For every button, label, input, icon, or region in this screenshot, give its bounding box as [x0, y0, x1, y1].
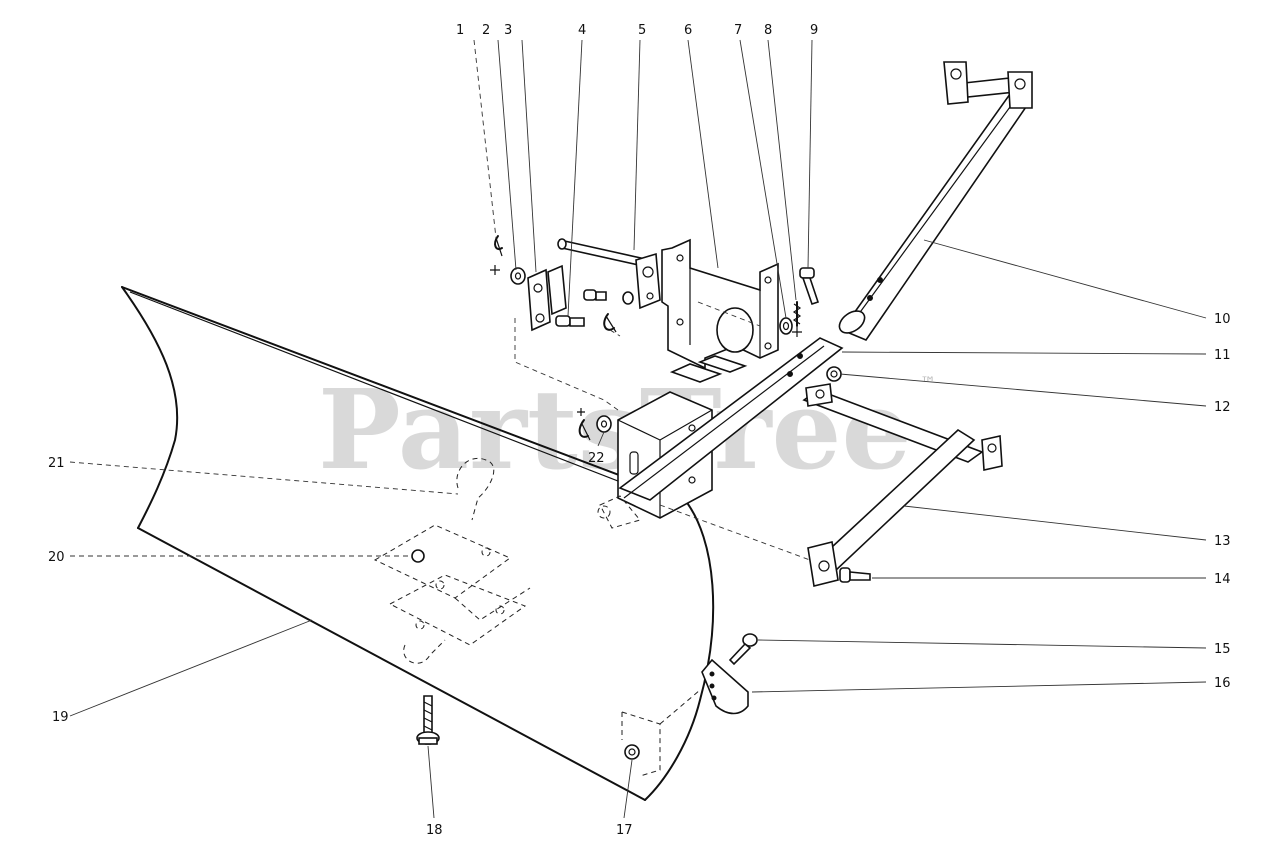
push-frame[interactable]: [597, 337, 844, 529]
skid-shoe-16[interactable]: [701, 658, 749, 715]
tractor-mount-frame[interactable]: [835, 61, 1033, 341]
callout-20: 20: [48, 550, 65, 565]
callout-labels: 1 2 3 4 5 6 7 8 9 10 11 12 13 14 15 16 1…: [48, 23, 1231, 838]
callout-22: 22: [588, 451, 605, 466]
bolt-15[interactable]: [728, 633, 758, 666]
washer-2[interactable]: [510, 267, 526, 285]
clevis-pin-14[interactable]: [839, 567, 871, 583]
hidden-pivot-bracket: [373, 457, 531, 664]
callout-12: 12: [1214, 400, 1231, 415]
spring-pin-8[interactable]: [792, 301, 802, 337]
callout-14: 14: [1214, 572, 1231, 587]
cotter-pin-22[interactable]: [577, 408, 612, 441]
callout-2: 2: [482, 23, 490, 38]
cotter-pin-1[interactable]: [490, 235, 503, 275]
cotter-pin-lower[interactable]: [603, 313, 617, 333]
callout-1: 1: [456, 23, 464, 38]
washer-7[interactable]: [779, 317, 793, 335]
callout-13: 13: [1214, 534, 1231, 549]
callout-17: 17: [616, 823, 633, 838]
hidden-skid-bracket: [621, 689, 701, 777]
callout-9: 9: [810, 23, 818, 38]
alignment-lines: [514, 301, 811, 561]
callout-11: 11: [1214, 348, 1231, 363]
nut-20[interactable]: [411, 549, 425, 563]
callout-15: 15: [1214, 642, 1231, 657]
lift-bar[interactable]: [802, 383, 1003, 587]
watermark-trademark: ™: [920, 373, 936, 392]
clevis-pins-4[interactable]: [555, 289, 634, 327]
link-plate-3[interactable]: [527, 268, 551, 332]
callout-6: 6: [684, 23, 692, 38]
callout-10: 10: [1214, 312, 1231, 327]
callout-8: 8: [764, 23, 772, 38]
nut-12[interactable]: [826, 366, 842, 382]
callout-5: 5: [638, 23, 646, 38]
callout-19: 19: [52, 710, 69, 725]
leader-lines: [69, 39, 1207, 819]
callout-18: 18: [426, 823, 443, 838]
callout-21: 21: [48, 456, 65, 471]
watermark-text: PartsTree: [318, 365, 912, 494]
nut-17[interactable]: [624, 744, 640, 760]
pivot-pin[interactable]: [547, 238, 661, 316]
bolt-9[interactable]: [799, 267, 820, 306]
callout-4: 4: [578, 23, 586, 38]
callout-16: 16: [1214, 676, 1231, 691]
bolt-18[interactable]: [416, 695, 440, 745]
plow-blade[interactable]: [121, 286, 715, 801]
callout-7: 7: [734, 23, 742, 38]
pivot-bracket[interactable]: [661, 238, 779, 383]
callout-3: 3: [504, 23, 512, 38]
